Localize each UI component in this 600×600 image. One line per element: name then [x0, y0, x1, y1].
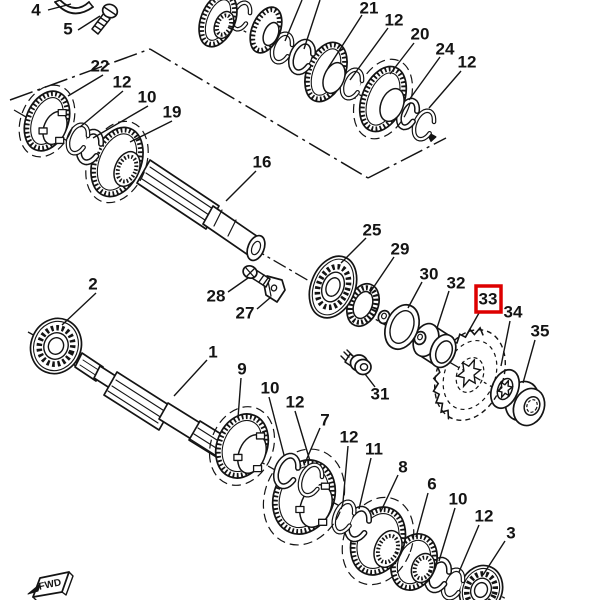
part-callout-7-27: 7 — [304, 411, 330, 464]
part-callout-29-16: 29 — [368, 240, 410, 295]
part-number-label: 10 — [261, 379, 280, 398]
part-callout-12-28: 12 — [340, 428, 359, 503]
part-callout-12-11: 12 — [428, 53, 477, 109]
part-number-label: 12 — [385, 11, 404, 30]
part-callout-21-7: 21 — [327, 0, 379, 69]
part-callout-16-6: 16 — [225, 153, 272, 202]
part-callout-6-31: 6 — [415, 475, 437, 538]
part-number-label: 28 — [207, 287, 226, 306]
part-gear-7 — [262, 448, 346, 546]
part-number-label: 5 — [63, 20, 72, 39]
part-circlip-12-f — [297, 462, 325, 498]
part-callout-12-8: 12 — [349, 11, 404, 81]
part-number-label: 32 — [447, 274, 466, 293]
part-washer-top — [288, 38, 316, 76]
part-shaft-1 — [64, 348, 238, 465]
highlight-box-part-33 — [474, 284, 503, 314]
part-gear-20 — [352, 58, 414, 140]
part-bearing-2 — [29, 317, 83, 375]
part-shaft-16 — [136, 159, 266, 262]
part-seal-29 — [345, 282, 381, 328]
part-callout-32-18: 32 — [436, 274, 466, 329]
part-hub-top — [198, 0, 238, 48]
part-number-label: 3 — [506, 524, 515, 543]
part-callout-30-17: 30 — [407, 265, 439, 309]
part-gear-19 — [85, 120, 149, 204]
part-number-label: 1 — [208, 343, 217, 362]
fwd-label: FWD — [38, 577, 63, 592]
part-gear-22 — [18, 84, 76, 158]
part-number-label: 12 — [340, 428, 359, 447]
part-number-label: 11 — [365, 440, 383, 459]
part-screw-28 — [242, 264, 271, 288]
part-callout-3-34: 3 — [482, 524, 516, 576]
leader-lines — [284, 0, 321, 50]
part-number-label: 2 — [88, 275, 97, 294]
part-bearing-25 — [308, 255, 358, 319]
part-number-label: 12 — [458, 53, 477, 72]
part-number-label: 22 — [91, 57, 110, 76]
part-number-label: 7 — [320, 411, 329, 430]
part-callout-10-32: 10 — [438, 490, 468, 562]
part-number-label: 33 — [479, 290, 498, 309]
part-bolt-31 — [340, 349, 372, 376]
part-number-label: 20 — [411, 25, 430, 44]
part-bearing-3 — [458, 564, 504, 600]
part-callout-11-29: 11 — [358, 440, 383, 510]
part-callout-35-21: 35 — [522, 322, 550, 384]
part-number-label: 35 — [531, 322, 550, 341]
part-callout-2-12: 2 — [61, 275, 98, 326]
part-number-label: 24 — [436, 40, 455, 59]
part-circlip-12-g — [331, 499, 357, 535]
part-number-label: 12 — [286, 393, 305, 412]
part-number-label: 21 — [360, 0, 379, 18]
part-callout-28-13: 28 — [207, 277, 249, 306]
part-callout-33-19: 33 — [465, 290, 498, 337]
part-number-label: 12 — [475, 507, 494, 526]
part-callout-22-2: 22 — [67, 57, 110, 97]
part-callout-9-24: 9 — [237, 360, 247, 419]
part-number-label: 10 — [449, 490, 468, 509]
part-number-label: 10 — [138, 88, 157, 107]
part-gear-top-b — [249, 6, 283, 54]
part-lock-washer-34 — [489, 368, 521, 410]
part-fwd-badge: FWD — [27, 571, 74, 600]
part-callout-12-33: 12 — [458, 507, 494, 573]
part-bracket-4 — [54, 0, 94, 15]
part-number-label: 30 — [420, 265, 439, 284]
part-circlip-12-a — [65, 122, 91, 156]
part-number-label: 34 — [504, 303, 523, 322]
part-callout-10-4: 10 — [92, 88, 157, 139]
part-callout-12-3: 12 — [79, 73, 132, 128]
part-callout-8-30: 8 — [380, 458, 408, 512]
part-callout-4-0: 4 — [31, 1, 72, 20]
part-callout-5-1: 5 — [63, 15, 101, 39]
part-callout-34-20: 34 — [500, 303, 523, 367]
part-number-label: 4 — [31, 1, 41, 20]
part-number-label: 8 — [398, 458, 407, 477]
part-gear-9 — [208, 406, 276, 486]
part-callout-1-23: 1 — [173, 343, 218, 397]
part-number-label: 9 — [237, 360, 246, 379]
part-callout-25-15: 25 — [340, 221, 382, 264]
part-washer-10-b — [273, 452, 301, 490]
part-number-label: 27 — [236, 304, 255, 323]
part-number-label: 31 — [371, 385, 390, 404]
part-callout-20-9: 20 — [389, 25, 430, 75]
part-number-label: 16 — [253, 153, 272, 172]
part-callout-31-22: 31 — [364, 373, 390, 404]
part-callout-27-14: 27 — [236, 296, 272, 323]
part-gasket-30 — [377, 303, 427, 351]
part-number-label: 19 — [163, 103, 182, 122]
part-callout-12-26: 12 — [286, 393, 311, 462]
part-number-label: 12 — [113, 73, 132, 92]
part-number-label: 25 — [363, 221, 382, 240]
part-callout-10-25: 10 — [261, 379, 285, 456]
part-number-label: 29 — [391, 240, 410, 259]
part-callout-24-10: 24 — [408, 40, 455, 101]
part-screw-5 — [91, 3, 119, 35]
part-callout-19-5: 19 — [129, 103, 182, 143]
part-number-label: 6 — [427, 475, 436, 494]
